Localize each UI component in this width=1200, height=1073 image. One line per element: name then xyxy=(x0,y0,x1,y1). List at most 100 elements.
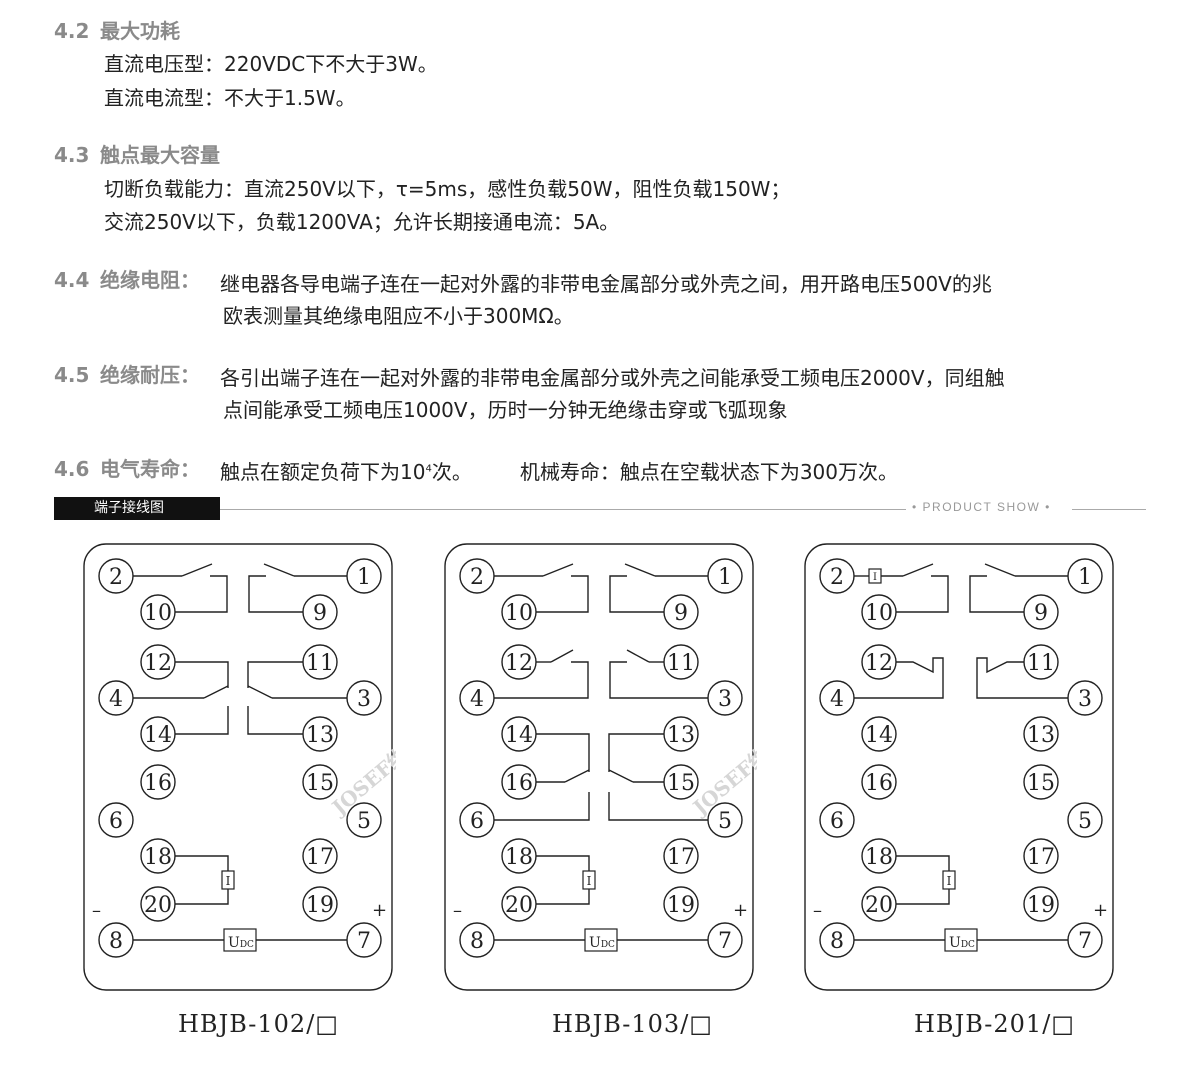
contact-16-blade xyxy=(564,769,590,783)
relay-housing-outline xyxy=(83,543,393,991)
terminal-3-label: 3 xyxy=(718,687,732,712)
terminal-11-label: 11 xyxy=(306,651,334,676)
terminal-8-label: 8 xyxy=(830,929,844,954)
spec-4-3: 4.3 触点最大容量 xyxy=(54,138,220,172)
terminal-6-label: 6 xyxy=(830,809,844,834)
terminal-5-circle xyxy=(346,802,382,838)
spec-title: 电气寿命： xyxy=(100,457,200,481)
wire-18-current-coil xyxy=(175,855,229,871)
wire-9 xyxy=(248,575,303,613)
wire-18-current-coil xyxy=(896,855,950,871)
wire-9 xyxy=(969,575,1024,613)
spec-4-5-line-1: 各引出端子连在一起对外露的非带电金属部分或外壳之间能承受工频电压2000V，同组… xyxy=(220,366,1005,390)
terminal-16-label: 16 xyxy=(865,771,893,796)
terminal-12-label: 12 xyxy=(144,651,172,676)
spec-title: 触点最大容量 xyxy=(100,143,220,167)
terminal-13-label: 13 xyxy=(306,723,334,748)
terminal-7-label: 7 xyxy=(718,929,732,954)
spec-num: 4.3 xyxy=(54,143,90,167)
terminal-10-label: 10 xyxy=(505,601,533,626)
terminal-10-label: 10 xyxy=(865,601,893,626)
current-coil-label-top: I xyxy=(873,572,877,583)
terminal-1-label: 1 xyxy=(1078,565,1092,590)
terminal-8-label: 8 xyxy=(109,929,123,954)
terminal-13-label: 13 xyxy=(1027,723,1055,748)
relay-housing-outline xyxy=(804,543,1114,991)
spec-title: 绝缘电阻： xyxy=(100,268,200,292)
terminal-16-label: 16 xyxy=(144,771,172,796)
wiring-diagram: 2101241416618208191131315517197–+UDCIJOS… xyxy=(83,543,428,991)
terminal-17-label: 17 xyxy=(1027,845,1055,870)
wire-4 xyxy=(494,661,589,699)
terminal-13-label: 13 xyxy=(667,723,695,748)
wire-6 xyxy=(494,792,590,821)
terminal-1-label: 1 xyxy=(357,565,371,590)
terminal-14-label: 14 xyxy=(865,723,893,748)
wire-9 xyxy=(609,575,664,613)
section-rule-left xyxy=(220,509,906,510)
spec-4-4: 4.4 绝缘电阻： xyxy=(54,263,200,297)
udc-coil-subscript: DC xyxy=(240,940,254,950)
terminal-19-label: 19 xyxy=(306,893,334,918)
terminal-12-label: 12 xyxy=(505,651,533,676)
electrical-life-exponent: 4 xyxy=(425,463,432,475)
terminal-4-label: 4 xyxy=(109,687,123,712)
terminal-15-label: 15 xyxy=(1027,771,1055,796)
polarity-minus: – xyxy=(92,900,101,921)
contact-11-blade xyxy=(626,649,650,663)
spec-num: 4.6 xyxy=(54,457,90,481)
contact-12-4 xyxy=(854,657,944,699)
contact-1-9-blade xyxy=(984,563,1016,577)
terminal-15-circle xyxy=(1023,764,1059,800)
spec-4-4-line-1: 继电器各导电端子连在一起对外露的非带电金属部分或外壳之间，用开路电压500V的兆 xyxy=(220,272,992,296)
wire-10 xyxy=(175,575,228,613)
terminal-17-circle xyxy=(1023,838,1059,874)
section-label-bar: 端子接线图 xyxy=(54,497,220,520)
terminal-13-circle xyxy=(1023,716,1059,752)
current-coil-label: I xyxy=(587,874,592,888)
wire-10 xyxy=(536,575,589,613)
terminal-14-label: 14 xyxy=(505,723,533,748)
wire-18-current-coil xyxy=(536,855,590,871)
terminal-5-label: 5 xyxy=(718,809,732,834)
terminal-6-label: 6 xyxy=(109,809,123,834)
udc-coil-subscript: DC xyxy=(601,940,615,950)
polarity-plus: + xyxy=(733,900,748,921)
polarity-minus: – xyxy=(813,900,822,921)
current-coil-label: I xyxy=(226,874,231,888)
terminal-15-label: 15 xyxy=(306,771,334,796)
section-rule-right xyxy=(1072,509,1146,510)
terminal-9-label: 9 xyxy=(313,601,327,626)
contact-12-blade xyxy=(550,649,574,663)
spec-num: 4.4 xyxy=(54,268,90,292)
spec-title: 最大功耗 xyxy=(100,19,180,43)
model-label-201: HBJB-201/□ xyxy=(914,1010,1075,1038)
model-label-102: HBJB-102/□ xyxy=(178,1010,339,1038)
wire-13 xyxy=(247,706,303,735)
wire-14 xyxy=(536,733,590,772)
terminal-20-label: 20 xyxy=(505,893,533,918)
spec-4-3-line-2: 交流250V以下，负载1200VA；允许长期接通电流：5A。 xyxy=(104,210,620,234)
udc-coil-box xyxy=(944,928,978,952)
terminal-3-label: 3 xyxy=(1078,687,1092,712)
terminal-16-circle xyxy=(140,764,176,800)
spec-num: 4.2 xyxy=(54,19,90,43)
contact-1-9-blade xyxy=(263,563,295,577)
terminal-14-label: 14 xyxy=(144,723,172,748)
product-show-tag: • PRODUCT SHOW • xyxy=(912,500,1051,514)
terminal-12-label: 12 xyxy=(865,651,893,676)
terminal-5-label: 5 xyxy=(1078,809,1092,834)
terminal-2-label: 2 xyxy=(830,565,844,590)
terminal-20-label: 20 xyxy=(865,893,893,918)
terminal-1-label: 1 xyxy=(718,565,732,590)
terminal-10-label: 10 xyxy=(144,601,172,626)
terminal-17-circle xyxy=(302,838,338,874)
terminal-5-label: 5 xyxy=(357,809,371,834)
terminal-3-label: 3 xyxy=(357,687,371,712)
contact-3-blade xyxy=(247,685,273,699)
wire-20-current-coil xyxy=(896,889,950,905)
terminal-19-label: 19 xyxy=(1027,893,1055,918)
